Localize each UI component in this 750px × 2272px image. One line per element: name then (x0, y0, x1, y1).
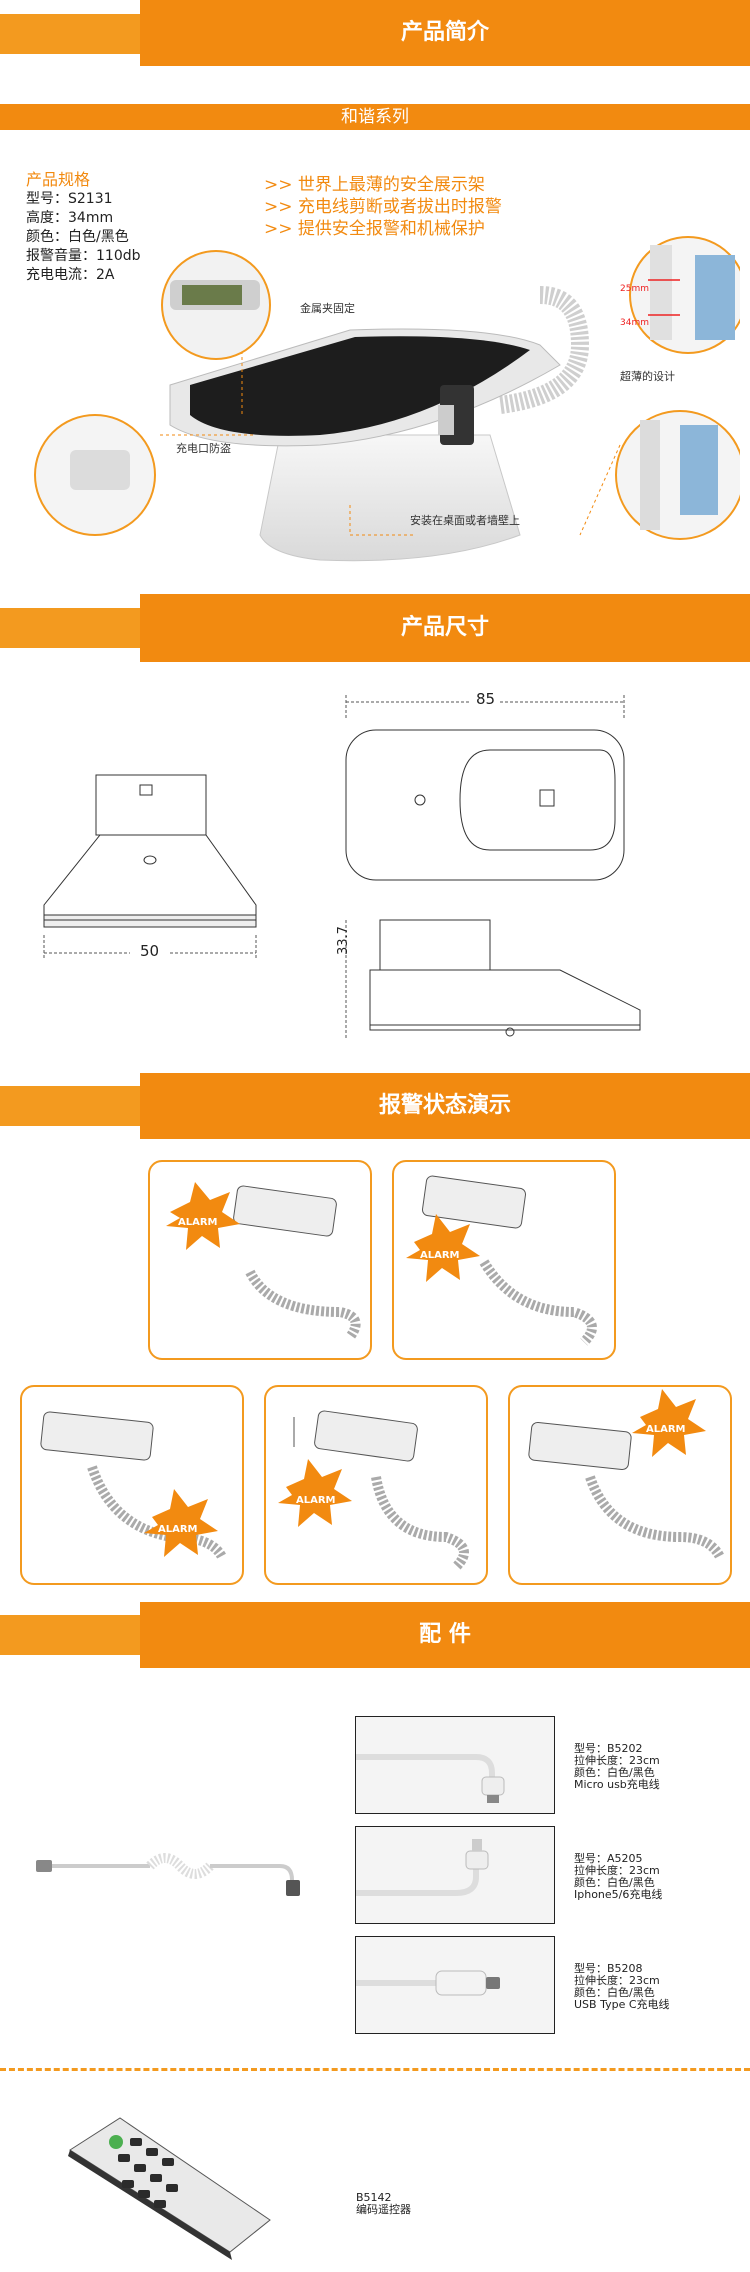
alarm-demo-frame: ALARM (148, 1160, 372, 1360)
dimensions-header: 产品尺寸 (140, 594, 750, 662)
alarm-demo-frame: ALARM (392, 1160, 616, 1360)
feature-list: >> 世界上最薄的安全展示架 >> 充电线剪断或者拔出时报警 >> 提供安全报警… (264, 174, 502, 240)
coiled-cable-image (36, 1853, 300, 1896)
accessory-info-b5202: 型号：B5202 拉伸长度：23cm 颜色：白色/黑色 Micro usb充电线 (574, 1742, 660, 1791)
alarm-scene-remove-base (278, 1410, 469, 1571)
accessories-header: 配 件 (140, 1602, 750, 1668)
alarm-demo-header: 报警状态演示 (140, 1073, 750, 1139)
alarm-word: ALARM (296, 1495, 336, 1506)
alarm-scene-cut-wire (528, 1389, 725, 1560)
spec-height: 高度：34mm (26, 210, 114, 226)
alarm-word: ALARM (178, 1217, 218, 1228)
callout-thin: 超薄的设计 (620, 370, 675, 383)
accessory-image-type-c (355, 1936, 555, 2034)
alarm-word: ALARM (646, 1424, 686, 1435)
callout-charge-port: 充电口防盗 (176, 442, 231, 455)
feature-item: >> 充电线剪断或者拔出时报警 (264, 197, 502, 217)
dim-length-label: 85 (476, 690, 496, 708)
front-view-drawing (43, 774, 257, 960)
series-banner: 和谐系列 (0, 104, 750, 130)
spec-block: 产品规格 型号：S2131 高度：34mm 颜色：白色/黑色 报警音量：110d… (26, 170, 141, 285)
intro-header: 产品简介 (140, 0, 750, 66)
feature-item: >> 世界上最薄的安全展示架 (264, 175, 485, 195)
remote-model: B5142 (356, 2191, 392, 2204)
side-view-drawing (345, 919, 641, 1040)
accessory-info-a5205: 型号：A5205 拉伸长度：23cm 颜色：白色/黑色 Iphone5/6充电线 (574, 1852, 663, 1901)
spec-model: 型号：S2131 (26, 191, 113, 207)
alarm-demo-frame: ALARM (20, 1385, 244, 1585)
callout-metal-clip: 金属夹固定 (300, 302, 355, 315)
dim-width-label: 50 (140, 942, 160, 960)
accessory-info-b5208: 型号：B5208 拉伸长度：23cm 颜色：白色/黑色 USB Type C充电… (574, 1962, 670, 2011)
spec-volume: 报警音量：110db (26, 248, 141, 264)
remote-info: B5142 编码遥控器 (356, 2192, 411, 2216)
remote-name: 编码遥控器 (356, 2203, 411, 2216)
section-divider (0, 2068, 750, 2071)
alarm-demo-frame: ALARM (264, 1385, 488, 1585)
alarm-word: ALARM (158, 1524, 198, 1535)
feature-item: >> 提供安全报警和机械保护 (264, 219, 485, 239)
callout-mount: 安装在桌面或者墙壁上 (410, 514, 520, 527)
spec-color: 颜色：白色/黑色 (26, 229, 129, 245)
alarm-scene-lift-phone (40, 1411, 227, 1560)
dim-height-label: 33.7 (336, 926, 351, 955)
dim-34mm: 34mm (620, 318, 649, 328)
alarm-demo-frame: ALARM (508, 1385, 732, 1585)
dim-25mm: 25mm (620, 284, 649, 294)
remote-control-image (68, 2117, 271, 2260)
spec-title: 产品规格 (26, 170, 91, 189)
alarm-word: ALARM (420, 1250, 460, 1261)
top-view-drawing (345, 695, 625, 881)
alarm-scene-pull-charger (406, 1175, 597, 1346)
accessory-image-lightning (355, 1826, 555, 1924)
product-hero-illustration (34, 236, 740, 562)
alarm-scene-cut-cable (166, 1182, 361, 1340)
accessory-image-micro-usb (355, 1716, 555, 1814)
spec-current: 充电电流：2A (26, 267, 115, 283)
